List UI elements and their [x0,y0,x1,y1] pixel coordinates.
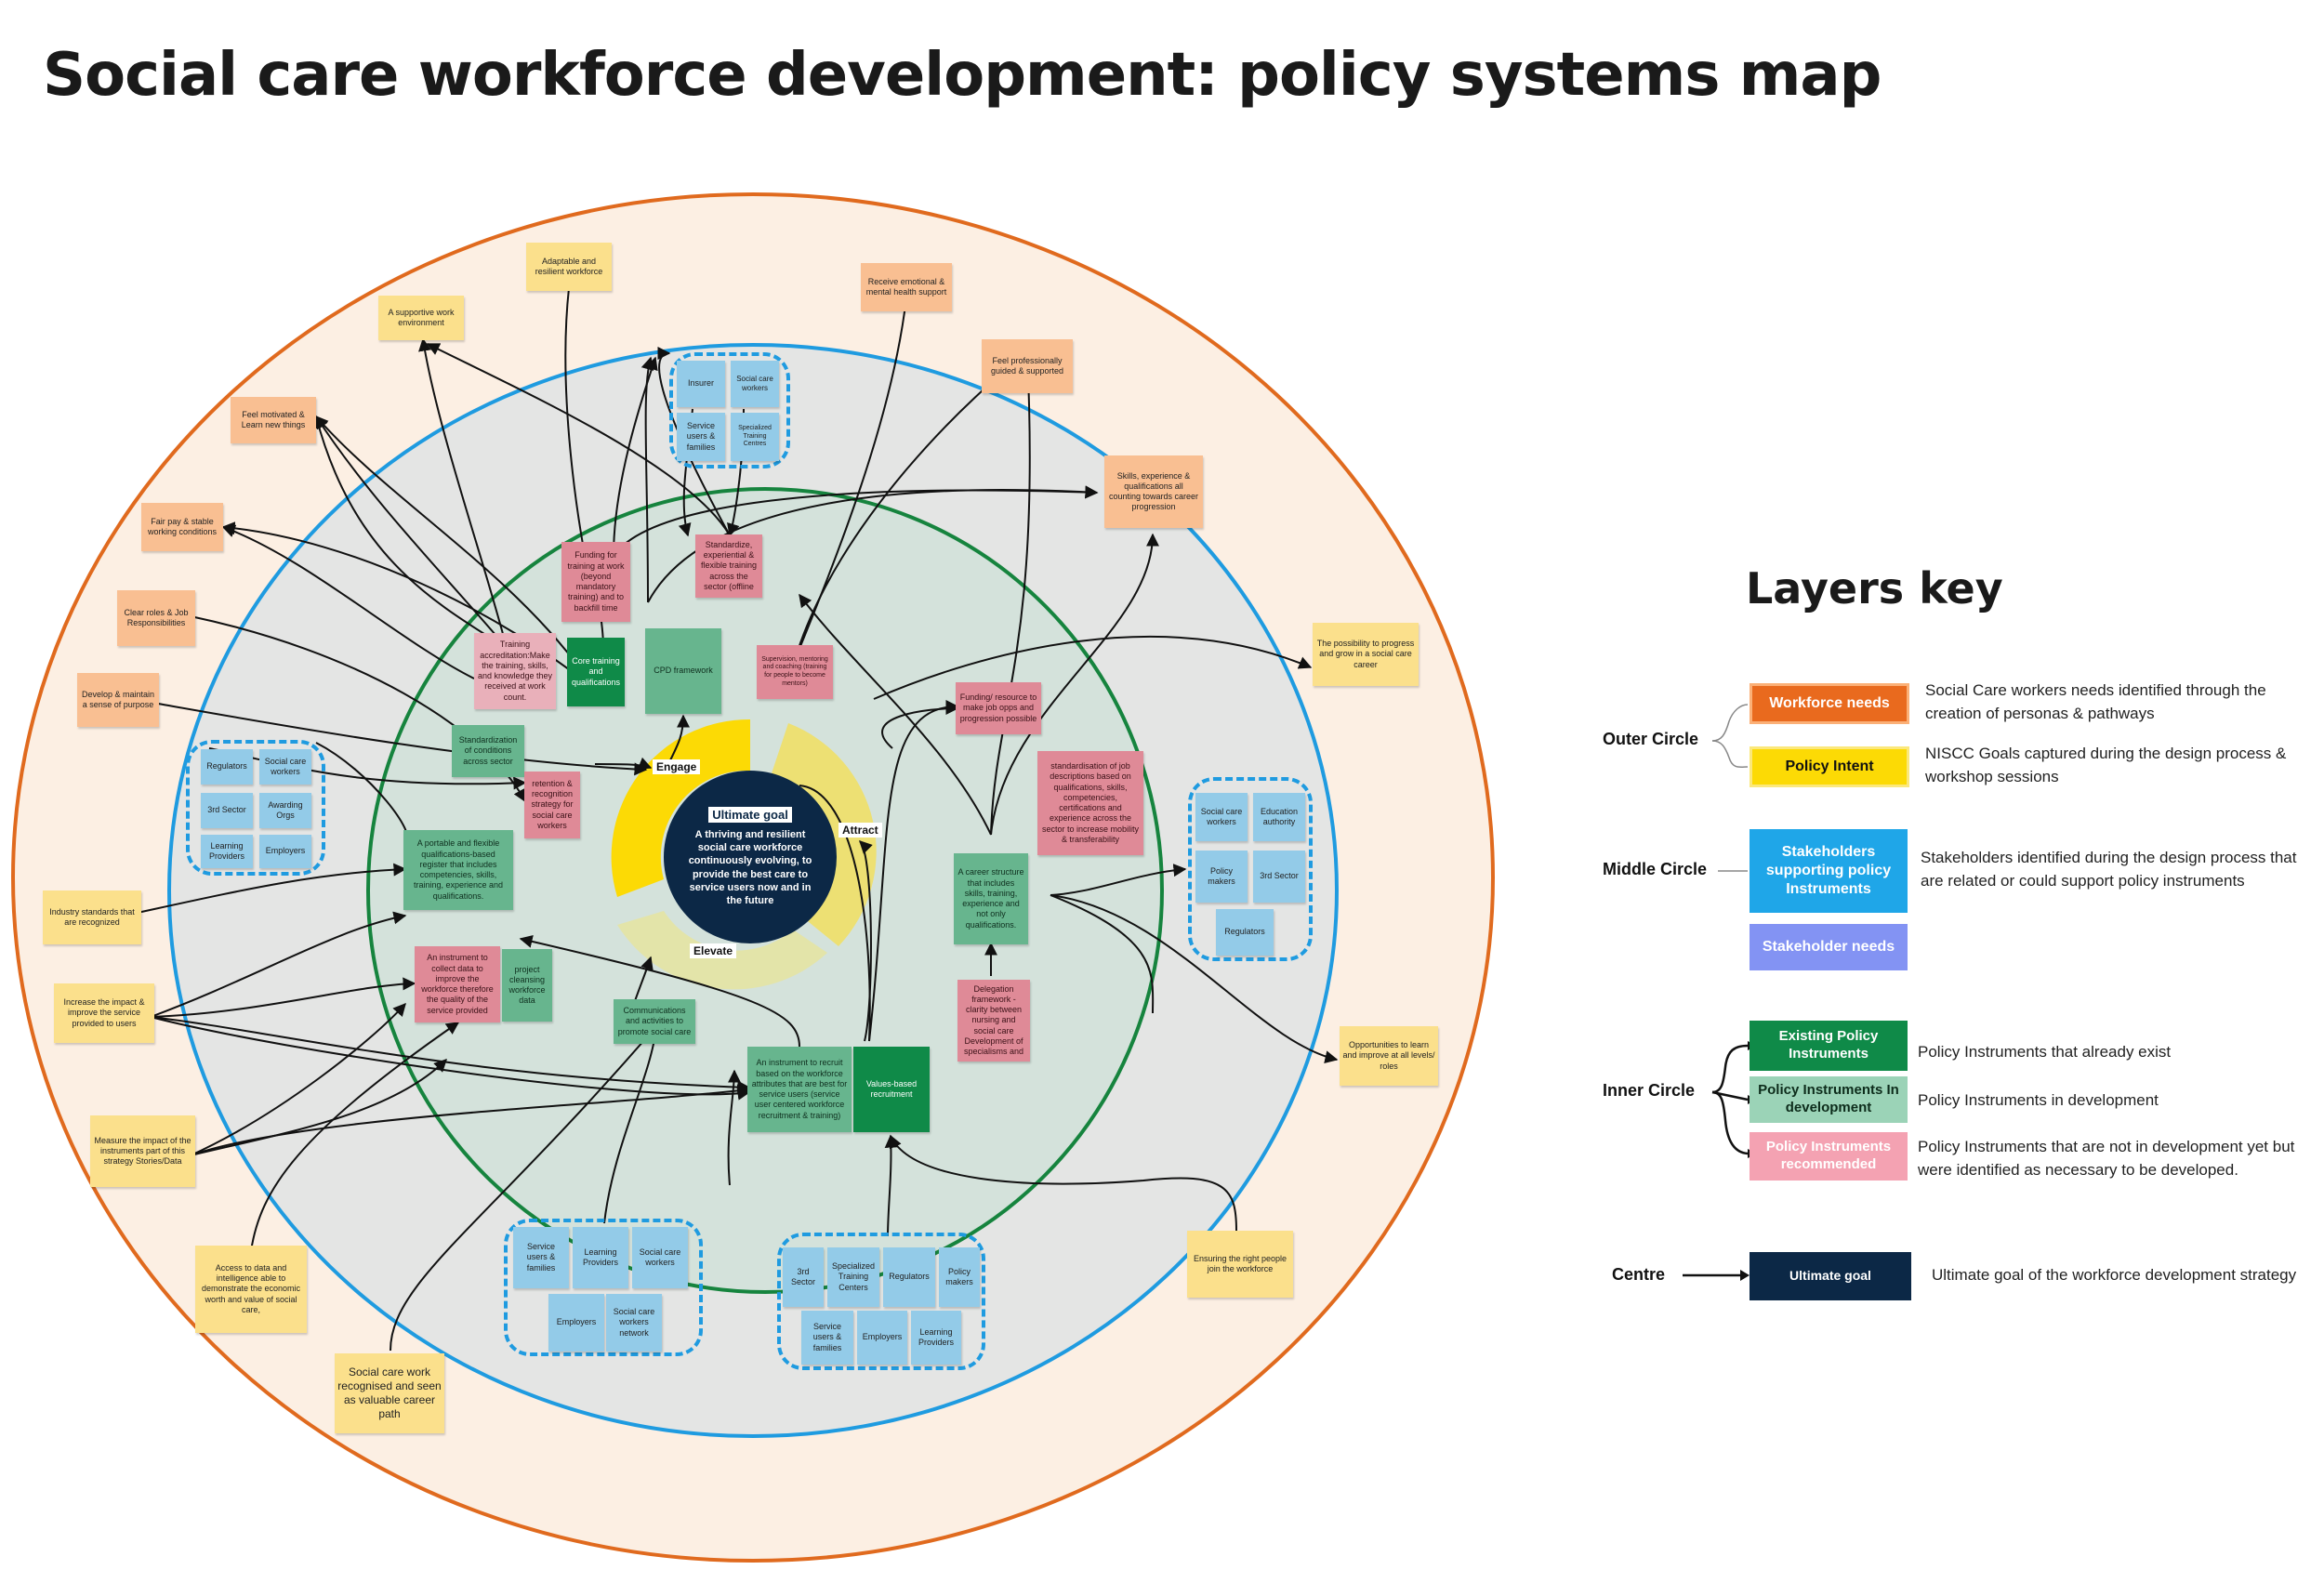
stakeholder-service-users: Service users & families [677,413,725,461]
instrument-training-accreditation: Training accreditation:Make the training… [474,633,556,709]
stakeholder-social-care-workers: Social care workers [1195,793,1248,841]
key-stakeholders-supporting-desc: Stakeholders identified during the desig… [1921,849,2297,890]
stakeholder-policy-makers: Policy makers [939,1247,980,1307]
stakeholder-learning-providers: Learning Providers [911,1311,961,1365]
stakeholder-workers-network: Social care workers network [606,1294,662,1352]
key-workforce-needs: Workforce needs [1750,683,1909,724]
stakeholder-employers: Employers [548,1294,604,1352]
segment-engage-label: Engage [653,759,701,774]
page-title: Social care workforce development: polic… [43,41,1882,110]
key-in-development-instruments-desc: Policy Instruments in development [1918,1091,2159,1109]
need-fair-pay: Fair pay & stable working conditions [141,503,223,551]
stakeholder-3rd-sector: 3rd Sector [783,1247,824,1307]
need-feel-guided: Feel professionally guided & supported [982,339,1073,393]
ultimate-goal-text: A thriving and resilient social care wor… [688,828,812,907]
stakeholder-service-users: Service users & families [801,1311,853,1365]
stakeholder-service-users: Service users & families [513,1227,569,1288]
stakeholder-social-care-workers: Social care workers [632,1227,688,1288]
key-centre-label: Centre [1612,1265,1666,1284]
intent-recognised: Social care work recognised and seen as … [335,1353,444,1433]
segment-attract-label: Attract [838,823,882,838]
intent-adaptable: Adaptable and resilient workforce [526,243,612,291]
stakeholder-group-right [1188,777,1313,961]
need-clear-roles: Clear roles & Job Responsibilities [117,590,195,646]
instrument-standardize-training: Standardize, experiential & flexible tra… [695,534,762,598]
stakeholder-social-care-workers: Social care workers [259,749,311,785]
instrument-delegation-framework: Delegation framework - clarity between n… [957,980,1030,1062]
intent-measure: Measure the impact of the instruments pa… [90,1115,195,1187]
key-stakeholders-supporting: Stakeholders supporting policy Instrumen… [1750,829,1908,913]
stakeholder-group-left [186,740,325,876]
key-outer-circle-label: Outer Circle [1603,730,1699,748]
stakeholder-regulators: Regulators [1216,909,1274,956]
intent-impact: Increase the impact & improve the servic… [54,983,154,1043]
intent-right-people: Ensuring the right people join the workf… [1187,1231,1293,1298]
instrument-recruit: An instrument to recruit based on the wo… [747,1047,852,1132]
stakeholder-training-centers: Specialized Training Centers [827,1247,879,1307]
stakeholder-3rd-sector: 3rd Sector [1253,851,1305,903]
stakeholder-awarding-orgs: Awarding Orgs [259,793,311,828]
intent-possibility: The possibility to progress and grow in … [1313,623,1419,686]
instrument-communications: Communications and activities to promote… [614,999,695,1044]
need-receive-support: Receive emotional & mental health suppor… [861,263,952,311]
ultimate-goal-circle: Ultimate goal A thriving and resilient s… [664,771,837,943]
key-existing-instruments: Existing Policy Instruments [1750,1021,1908,1071]
stakeholder-regulators: Regulators [883,1247,935,1307]
instrument-cleansing-data: project cleansing workforce data [502,949,552,1022]
instrument-supervision: Supervision, mentoring and coaching (tra… [757,645,833,699]
intent-supportive-env: A supportive work environment [378,296,464,340]
stakeholder-group-bottom-right [777,1233,985,1370]
key-middle-circle-label: Middle Circle [1603,860,1708,878]
key-ultimate-goal: Ultimate goal [1750,1252,1911,1300]
stakeholder-education-authority: Education authority [1253,793,1305,841]
stakeholder-learning-providers: Learning Providers [201,835,253,868]
key-policy-intent-desc: NISCC Goals captured during the design p… [1925,745,2287,785]
key-existing-instruments-desc: Policy Instruments that already exist [1918,1043,2172,1061]
stakeholder-employers: Employers [259,835,311,868]
ultimate-goal-label: Ultimate goal [708,806,792,823]
key-ultimate-goal-desc: Ultimate goal of the workforce developme… [1932,1266,2297,1284]
stakeholder-employers: Employers [857,1311,907,1365]
engage-segment [611,719,750,897]
instrument-cpd-framework: CPD framework [645,628,721,714]
key-recommended-instruments: Policy Instruments recommended [1750,1132,1908,1181]
stakeholder-social-care-workers: Social care workers [731,361,779,407]
stakeholder-group-bottom-left [504,1219,703,1356]
instrument-standardization-conditions: Standardization of conditions across sec… [452,725,524,777]
instrument-retention-strategy: retention & recognition strategy for soc… [524,772,580,838]
need-sense-purpose: Develop & maintain a sense of purpose [77,673,159,727]
instrument-values-based-recruitment: Values-based recruitment [853,1047,930,1132]
segment-elevate-label: Elevate [690,943,737,958]
need-skills-count: Skills, experience & qualifications all … [1104,455,1203,528]
stakeholder-training-centres: Specialized Training Centres [731,413,779,461]
key-title: Layers key [1746,563,2003,613]
key-in-development-instruments: Policy Instruments In development [1750,1076,1908,1123]
instrument-funding-training: Funding for training at work (beyond man… [561,542,630,622]
intent-access-data: Access to data and intelligence able to … [195,1246,307,1333]
key-inner-circle-label: Inner Circle [1603,1081,1696,1100]
need-feel-motivated: Feel motivated & Learn new things [231,397,316,443]
intent-opportunities: Opportunities to learn and improve at al… [1340,1026,1438,1086]
instrument-collect-data: An instrument to collect data to improve… [415,946,500,1022]
stakeholder-learning-providers: Learning Providers [573,1227,628,1288]
instrument-career-structure: A career structure that includes skills,… [954,853,1028,944]
instrument-funding-resource: Funding/ resource to make job opps and p… [956,682,1041,734]
intent-standards: Industry standards that are recognized [43,890,141,944]
stakeholder-group-top [669,352,790,468]
stakeholder-insurer: Insurer [677,361,725,407]
stakeholder-3rd-sector: 3rd Sector [201,793,253,828]
instrument-register: A portable and flexible qualifications-b… [403,830,513,910]
instrument-core-training: Core training and qualifications [567,638,625,706]
key-recommended-instruments-desc: Policy Instruments that are not in devel… [1918,1138,2295,1179]
stakeholder-policy-makers: Policy makers [1195,851,1248,903]
stakeholder-regulators: Regulators [201,749,253,785]
key-policy-intent: Policy Intent [1750,746,1909,787]
key-workforce-needs-desc: Social Care workers needs identified thr… [1925,681,2266,722]
key-stakeholder-needs: Stakeholder needs [1750,924,1908,970]
instrument-job-descriptions: standardisation of job descriptions base… [1037,751,1143,855]
